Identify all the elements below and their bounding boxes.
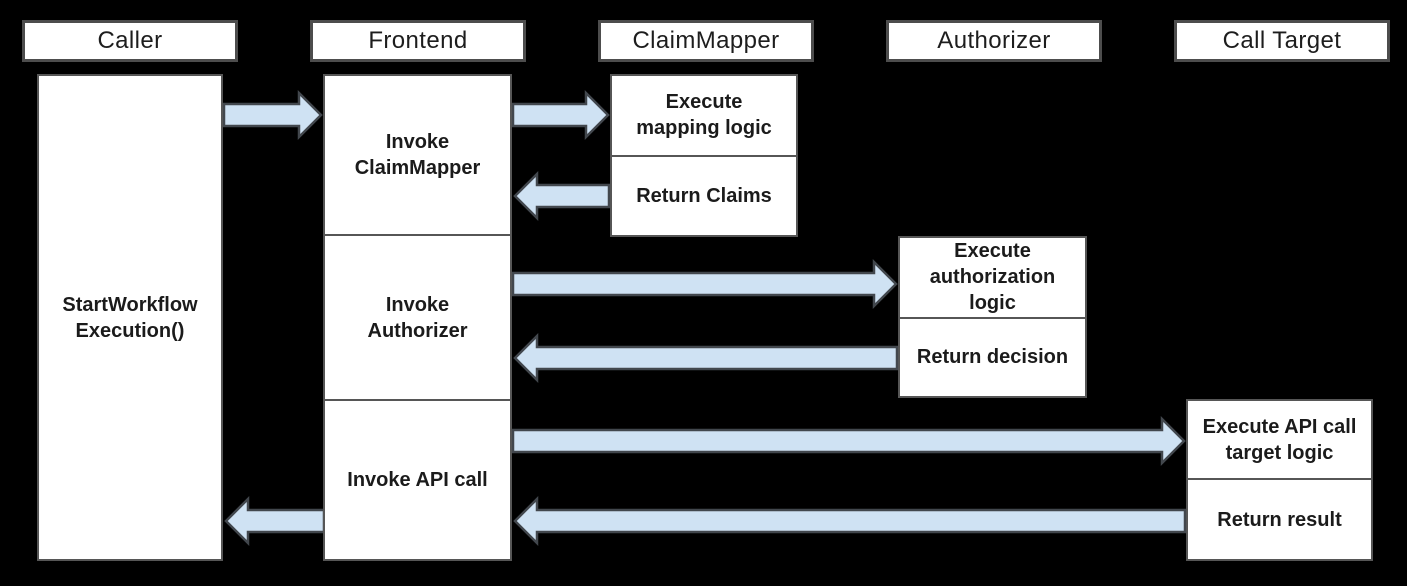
arrow-frontend-to-calltarget	[511, 415, 1186, 467]
actor-frontend: Frontend	[310, 20, 526, 62]
frontend-activation-box: Invoke ClaimMapper Invoke Authorizer Inv…	[323, 74, 512, 561]
box-return-decision-label: Return decision	[916, 346, 1069, 369]
box-invoke-claimmapper: Invoke ClaimMapper	[325, 76, 510, 234]
box-invoke-authorizer-label: Invoke Authorizer	[367, 293, 468, 342]
actor-frontend-label: Frontend	[368, 27, 468, 54]
box-return-result: Return result	[1188, 478, 1371, 559]
actor-authorizer-label: Authorizer	[937, 27, 1051, 54]
arrow-frontend-to-caller	[224, 495, 326, 547]
calltarget-activation-box: Execute API call target logic Return res…	[1186, 399, 1373, 561]
box-execute-api-call-target-logic-label: Execute API call target logic	[1202, 415, 1357, 464]
arrow-frontend-to-claimmapper	[511, 89, 610, 141]
arrow-frontend-to-authorizer	[511, 258, 898, 310]
box-invoke-authorizer: Invoke Authorizer	[325, 234, 510, 398]
actor-claimmapper: ClaimMapper	[598, 20, 814, 62]
box-return-decision: Return decision	[900, 316, 1085, 396]
box-startworkflow-execution-label: StartWorkflow Execution()	[62, 293, 198, 342]
box-execute-mapping-logic-label: Execute mapping logic	[636, 91, 772, 140]
actor-calltarget: Call Target	[1174, 20, 1390, 62]
caller-activation-box: StartWorkflow Execution()	[37, 74, 223, 561]
claimmapper-activation-box: Execute mapping logic Return Claims	[610, 74, 798, 237]
actor-calltarget-label: Call Target	[1222, 27, 1342, 54]
box-return-claims-label: Return Claims	[636, 184, 772, 207]
box-execute-authorization-logic-label: Execute authorization logic	[929, 240, 1056, 315]
actor-caller-label: Caller	[97, 27, 163, 54]
box-execute-authorization-logic: Execute authorization logic	[900, 238, 1085, 317]
box-return-result-label: Return result	[1217, 508, 1342, 531]
arrow-authorizer-to-frontend	[513, 332, 899, 384]
box-invoke-api-call: Invoke API call	[325, 398, 510, 559]
arrow-calltarget-to-frontend	[513, 495, 1187, 547]
authorizer-activation-box: Execute authorization logic Return decis…	[898, 236, 1087, 398]
box-execute-api-call-target-logic: Execute API call target logic	[1188, 401, 1371, 478]
arrow-caller-to-frontend	[222, 89, 323, 141]
actor-claimmapper-label: ClaimMapper	[632, 27, 780, 54]
actor-authorizer: Authorizer	[886, 20, 1102, 62]
box-invoke-claimmapper-label: Invoke ClaimMapper	[354, 131, 481, 180]
box-execute-mapping-logic: Execute mapping logic	[612, 76, 796, 155]
box-return-claims: Return Claims	[612, 154, 796, 235]
arrow-claimmapper-to-frontend	[513, 170, 611, 222]
box-startworkflow-execution: StartWorkflow Execution()	[39, 76, 221, 559]
box-invoke-api-call-label: Invoke API call	[347, 468, 488, 491]
actor-caller: Caller	[22, 20, 238, 62]
